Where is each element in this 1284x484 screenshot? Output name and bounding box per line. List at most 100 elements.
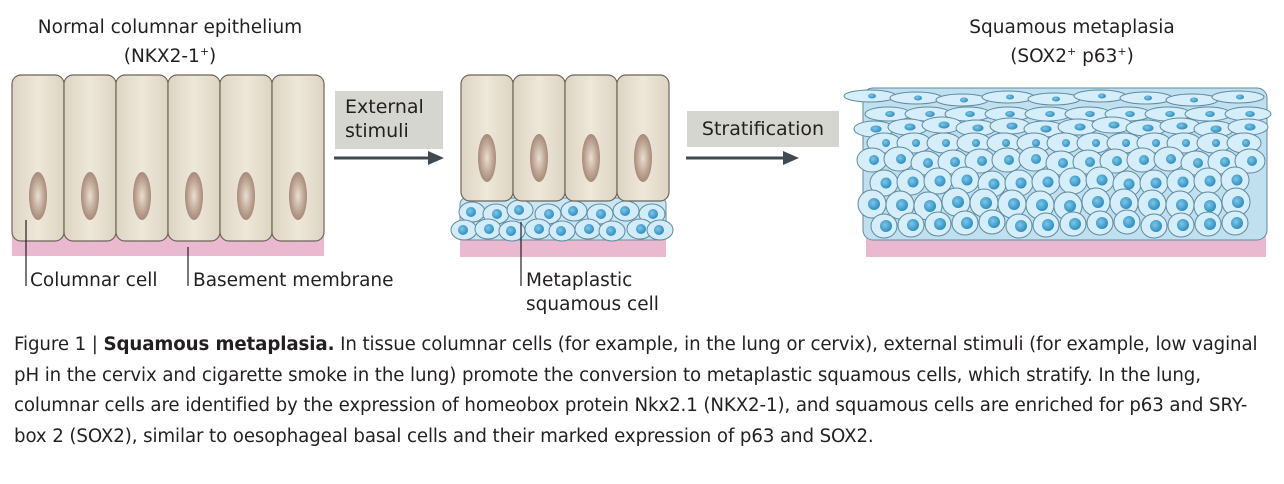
squamous-nucleus: [1152, 139, 1160, 147]
squamous-nucleus: [1220, 157, 1230, 167]
squamous-nucleus: [568, 206, 578, 216]
squamous-nucleus: [544, 209, 554, 219]
basement-membrane-label: Basement membrane: [193, 270, 394, 291]
squamous-nucleus: [1045, 111, 1055, 117]
left-title: Normal columnar epithelium (NKX2-1+): [38, 16, 302, 69]
metaplastic-cell-label-line1: Metaplastic: [526, 270, 633, 291]
metaplastic-cell-label-line2: squamous cell: [526, 294, 659, 315]
columnar-nucleus: [289, 172, 307, 220]
left-title-sup: +: [199, 45, 210, 58]
squamous-nucleus: [1176, 122, 1188, 130]
squamous-nucleus: [1069, 175, 1081, 187]
squamous-nucleus: [1193, 158, 1203, 168]
squamous-nucleus: [1006, 122, 1018, 130]
squamous-nucleus: [596, 209, 606, 219]
squamous-metaplasia: [843, 87, 1272, 257]
squamous-nucleus: [1052, 96, 1060, 102]
squamous-nucleus: [938, 121, 950, 129]
columnar-nucleus: [185, 172, 203, 220]
squamous-nucleus: [972, 139, 980, 147]
squamous-nucleus: [484, 224, 494, 234]
squamous-nucleus: [654, 225, 664, 235]
basement-membrane-right: [866, 236, 1266, 257]
squamous-nucleus: [1210, 125, 1222, 133]
squamous-nucleus: [466, 207, 476, 217]
squamous-nucleus: [1177, 219, 1189, 231]
squamous-nucleus: [648, 209, 658, 219]
squamous-nucleus: [1123, 178, 1135, 190]
squamous-nucleus: [870, 125, 882, 133]
left-title-nkx: (NKX2-1: [123, 46, 200, 67]
caption-body: In tissue columnar cells (for example, i…: [14, 334, 1258, 447]
squamous-nucleus: [1040, 125, 1052, 133]
squamous-nucleus: [1096, 217, 1108, 229]
stratified-squamous-layer: [843, 87, 1272, 241]
columnar-nucleus: [29, 172, 47, 220]
squamous-nucleus: [1042, 176, 1054, 188]
columnar-cell: [271, 74, 325, 242]
arrow-external-stimuli-head: [428, 151, 444, 165]
squamous-nucleus: [1242, 139, 1250, 147]
right-title-close: ): [1126, 46, 1134, 67]
metaplastic-transition: [450, 74, 674, 257]
squamous-nucleus: [914, 95, 922, 101]
squamous-nucleus: [896, 154, 906, 164]
right-title-p63: p63: [1076, 46, 1118, 67]
squamous-nucleus: [1002, 139, 1010, 147]
squamous-nucleus: [1062, 139, 1070, 147]
squamous-nucleus: [1123, 216, 1135, 228]
squamous-nucleus: [896, 199, 908, 211]
squamous-nucleus: [1182, 139, 1190, 147]
columnar-nucleus: [582, 134, 600, 182]
squamous-nucleus: [960, 97, 968, 103]
columnar-cells-middle: [460, 74, 670, 202]
squamous-nucleus: [1247, 156, 1257, 166]
squamous-nucleus: [1142, 124, 1154, 132]
squamous-nucleus: [1245, 111, 1255, 117]
squamous-nucleus: [1064, 200, 1076, 212]
left-title-line1: Normal columnar epithelium: [37, 17, 303, 38]
squamous-nucleus: [606, 226, 616, 236]
squamous-nucleus: [952, 196, 964, 208]
caption-prefix: Figure 1 |: [14, 334, 104, 355]
squamous-nucleus: [1150, 177, 1162, 189]
metaplastic-cell-label: Metaplastic squamous cell: [526, 269, 659, 317]
squamous-nucleus: [492, 209, 502, 219]
squamous-nucleus: [880, 220, 892, 232]
squamous-nucleus: [1212, 139, 1220, 147]
columnar-nucleus: [81, 172, 99, 220]
squamous-nucleus: [1144, 95, 1152, 101]
squamous-nucleus: [1231, 174, 1243, 186]
diagram-canvas: [11, 74, 1272, 286]
squamous-nucleus: [1150, 220, 1162, 232]
columnar-nucleus: [237, 172, 255, 220]
squamous-nucleus: [1058, 158, 1068, 168]
squamous-nucleus: [458, 225, 468, 235]
metaplastic-squamous-layer: [450, 197, 674, 242]
squamous-nucleus: [1204, 218, 1216, 230]
squamous-nucleus: [1204, 200, 1216, 212]
squamous-nucleus: [1176, 199, 1188, 211]
squamous-nucleus: [1031, 154, 1041, 164]
squamous-nucleus: [907, 176, 919, 188]
squamous-nucleus: [1042, 219, 1054, 231]
columnar-nucleus: [133, 172, 151, 220]
columnar-nucleus: [530, 134, 548, 182]
right-title-line2: (SOX2+ p63+): [969, 40, 1174, 69]
squamous-nucleus: [1120, 197, 1132, 209]
right-title-sup2: +: [1117, 45, 1127, 58]
columnar-nucleus: [478, 134, 496, 182]
squamous-nucleus: [869, 155, 879, 165]
squamous-nucleus: [1085, 157, 1095, 167]
squamous-nucleus: [988, 216, 1000, 228]
right-title-line1: Squamous metaplasia: [969, 17, 1175, 38]
right-title-sup1: +: [1066, 45, 1077, 58]
squamous-nucleus: [1232, 196, 1244, 208]
squamous-nucleus: [907, 219, 919, 231]
normal-columnar-epithelium: [11, 74, 325, 256]
caption-title: Squamous metaplasia.: [103, 334, 335, 355]
squamous-nucleus: [1032, 139, 1040, 147]
squamous-nucleus: [868, 93, 876, 99]
squamous-nucleus: [972, 124, 984, 132]
squamous-nucleus: [1036, 199, 1048, 211]
